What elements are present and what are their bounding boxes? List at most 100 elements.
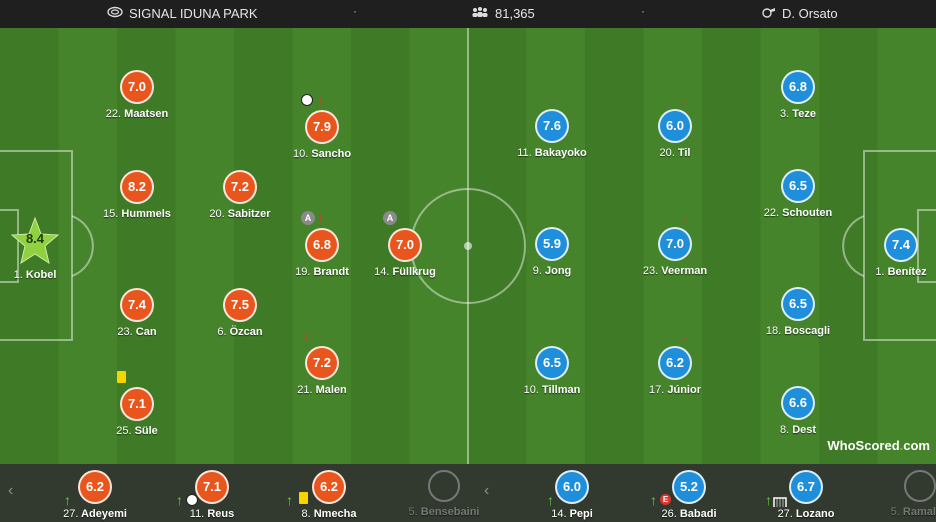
player-rating: 7.5 (223, 288, 257, 322)
sub-on-arrow-icon: ↑ (176, 492, 183, 508)
player-rating: 5.9 (535, 227, 569, 261)
sub-on-arrow-icon: ↑ (547, 492, 554, 508)
player-name: 21. Malen (297, 384, 347, 396)
player-rating: 7.0 (120, 70, 154, 104)
player-name: 10. Tillman (523, 384, 581, 396)
player-name: 14. Pepi (551, 508, 593, 520)
player-name: 11. Reus (189, 508, 235, 520)
player-name: 26. Babadi (661, 508, 717, 520)
sub-player-home-unused[interactable]: 5. Bensebaini (399, 470, 489, 518)
sub-player-away[interactable]: 6.7 27. Lozano (761, 470, 851, 520)
player-name: 23. Veerman (642, 265, 708, 277)
player-name: 23. Can (117, 326, 157, 338)
player-name: 17. Júnior (649, 384, 701, 396)
sub-player-away[interactable]: 5.2 26. Babadi (644, 470, 734, 520)
sub-on-arrow-icon: ↑ (64, 492, 71, 508)
player-rating: 7.2 (305, 346, 339, 380)
separator: · (353, 4, 357, 18)
match-info-bar: SIGNAL IDUNA PARK · 81,365 · D. Orsato (0, 0, 936, 28)
keeper-rating: 8.4 (25, 231, 45, 246)
player-home[interactable]: 7.9 10. Sancho (277, 110, 367, 160)
player-home[interactable]: 7.4 23. Can (92, 288, 182, 338)
player-name: 15. Hummels (103, 208, 171, 220)
player-away[interactable]: 6.2 17. Júnior (630, 346, 720, 396)
player-away[interactable]: 5.9 9. Jong (507, 227, 597, 277)
scroll-left-chevron-icon[interactable]: ‹ (484, 482, 490, 499)
player-home[interactable]: 7.2 21. Malen (277, 346, 367, 396)
sub-player-away[interactable]: 6.0 14. Pepi (527, 470, 617, 520)
player-away[interactable]: 7.0 23. Veerman (630, 227, 720, 277)
sub-off-arrow-icon: ↓ (682, 328, 689, 343)
player-name: 14. Füllkrug (374, 266, 436, 278)
player-rating: 6.2 (78, 470, 112, 504)
player-name: 1. Benítez (875, 266, 927, 278)
player-rating: 6.8 (305, 228, 339, 262)
player-home[interactable]: 7.0 22. Maatsen (92, 70, 182, 120)
venue: SIGNAL IDUNA PARK (107, 6, 258, 21)
player-name: 5. Bensebaini (408, 506, 480, 518)
crowd-icon (471, 6, 489, 21)
player-name: 10. Sancho (292, 148, 352, 160)
player-rating: 6.6 (781, 386, 815, 420)
player-rating: 6.2 (658, 346, 692, 380)
sub-player-home[interactable]: 6.2 8. Nmecha (284, 470, 374, 520)
player-away[interactable]: 7.6 11. Bakayoko (507, 109, 597, 159)
player-home[interactable]: 7.0 14. Füllkrug (360, 228, 450, 278)
sub-off-arrow-icon: ↓ (682, 91, 689, 106)
player-name: 19. Brandt (295, 266, 349, 278)
player-home[interactable]: 7.5 6. Özcan (195, 288, 285, 338)
substitutes-bar: ‹ 6.2 27. Adeyemi ↑ 7.1 11. Reus ↑ 6.2 8… (0, 464, 936, 522)
player-rating: 6.5 (781, 287, 815, 321)
scroll-left-chevron-icon[interactable]: ‹ (8, 482, 14, 499)
whistle-icon (762, 6, 776, 21)
goal-ball-icon (301, 94, 313, 106)
player-away[interactable]: 7.4 1. Benítez (856, 228, 936, 278)
player-home[interactable]: 7.1 25. Süle (92, 387, 182, 437)
player-rating: 7.0 (388, 228, 422, 262)
sub-on-arrow-icon: ↑ (650, 492, 657, 508)
player-rating: 6.2 (312, 470, 346, 504)
referee: D. Orsato (762, 6, 838, 21)
player-name: 8. Nmecha (301, 508, 357, 520)
sub-player-home[interactable]: 6.2 27. Adeyemi (50, 470, 140, 520)
player-rating: 6.7 (789, 470, 823, 504)
player-name: 25. Süle (116, 425, 158, 437)
player-name: 22. Maatsen (105, 108, 169, 120)
yellow-card-icon (299, 492, 308, 504)
empty-rating-ring (428, 470, 460, 502)
player-rating: 5.2 (672, 470, 706, 504)
sub-player-away-unused[interactable]: 5. Ramalho (875, 470, 936, 518)
player-away[interactable]: 6.5 22. Schouten (753, 169, 843, 219)
referee-name: D. Orsato (782, 6, 838, 21)
man-of-the-match-star[interactable]: 8.4 (10, 216, 60, 266)
player-name: 22. Schouten (763, 207, 833, 219)
player-away[interactable]: 6.6 8. Dest (753, 386, 843, 436)
player-rating: 6.5 (781, 169, 815, 203)
sub-on-arrow-icon: ↑ (286, 492, 293, 508)
attendance: 81,365 (471, 6, 535, 21)
sub-player-home[interactable]: 7.1 11. Reus (167, 470, 257, 520)
player-away[interactable]: 6.5 18. Boscagli (753, 287, 843, 337)
goal-ball-icon (186, 494, 198, 506)
player-rating: 6.0 (658, 109, 692, 143)
player-name: 3. Teze (780, 108, 816, 120)
player-away[interactable]: 6.8 3. Teze (753, 70, 843, 120)
player-away[interactable]: 6.0 20. Til (630, 109, 720, 159)
player-name: 8. Dest (779, 424, 817, 436)
goal-post-icon (773, 494, 787, 512)
player-home[interactable]: 8.2 15. Hummels (92, 170, 182, 220)
player-rating: 8.2 (120, 170, 154, 204)
star-icon (10, 216, 60, 265)
attendance-value: 81,365 (495, 6, 535, 21)
player-name: 9. Jong (532, 265, 572, 277)
player-rating: 7.0 (658, 227, 692, 261)
separator: · (641, 4, 645, 18)
captain-badge-icon: A (383, 211, 397, 225)
player-home[interactable]: 7.2 20. Sabitzer (195, 170, 285, 220)
player-home[interactable]: 6.8 19. Brandt (277, 228, 367, 278)
sub-off-arrow-icon: ↓ (317, 209, 324, 224)
player-name: 27. Adeyemi (63, 508, 127, 520)
player-rating: 7.4 (884, 228, 918, 262)
player-away[interactable]: 6.5 10. Tillman (507, 346, 597, 396)
yellow-card-icon (117, 371, 126, 383)
